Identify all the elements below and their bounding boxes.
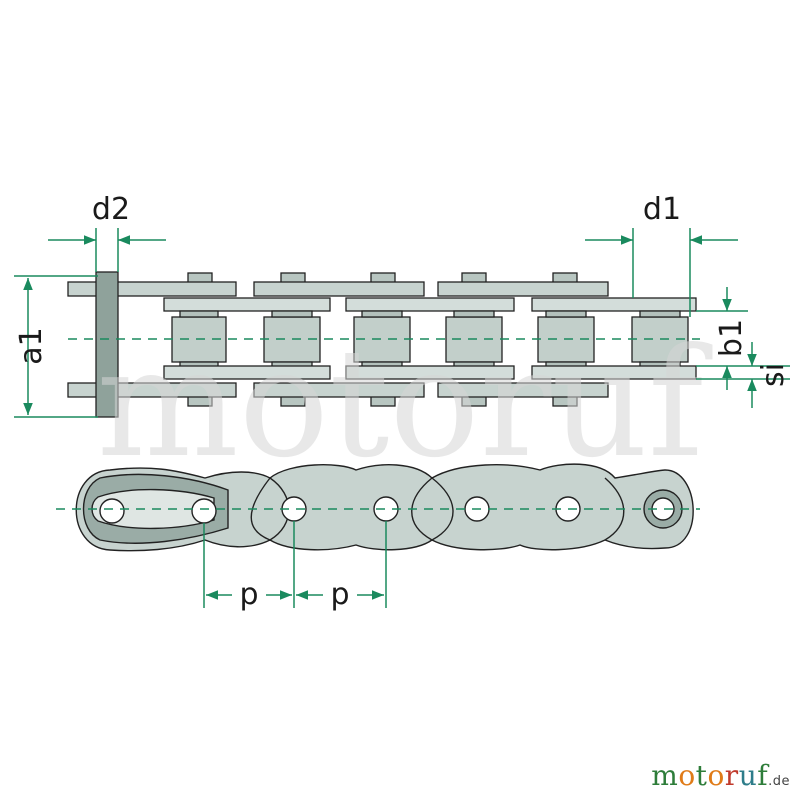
logo-letter: m xyxy=(651,759,679,792)
logo-letter: o xyxy=(707,759,725,792)
brand-logo: motoruf.de xyxy=(651,759,790,792)
label-d2: d2 xyxy=(92,192,130,227)
logo-tld: .de xyxy=(768,774,790,789)
bushings xyxy=(179,310,681,369)
label-b1: b1 xyxy=(714,319,749,357)
label-p-1: p xyxy=(239,577,258,612)
logo-letter: t xyxy=(695,759,708,792)
watermark: motoruf xyxy=(97,317,713,491)
dimension-lines xyxy=(14,228,790,608)
logo-letter: u xyxy=(738,759,758,792)
outer-plates-top xyxy=(67,281,609,297)
logo-letter: r xyxy=(724,759,739,792)
logo-letter: o xyxy=(678,759,696,792)
logo-letter: f xyxy=(757,759,769,792)
pin-heads xyxy=(187,272,578,407)
connecting-pin xyxy=(95,271,119,418)
label-d1: d1 xyxy=(643,192,681,227)
inner-plates-bottom xyxy=(163,365,697,380)
label-a1: a1 xyxy=(14,327,49,364)
label-p-2: p xyxy=(330,577,349,612)
inner-plates-top xyxy=(163,297,697,312)
label-si: si xyxy=(756,363,791,387)
chain-top-view xyxy=(67,271,697,418)
